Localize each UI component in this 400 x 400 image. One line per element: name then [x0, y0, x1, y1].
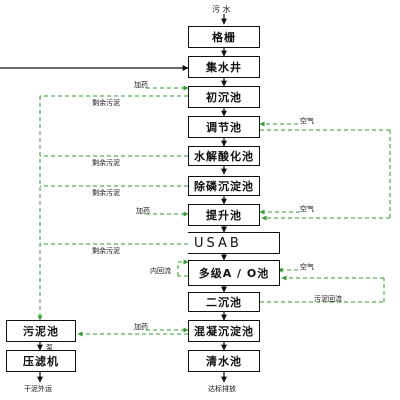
sludge-tank-box: 污泥池	[6, 320, 76, 342]
clear-water-tank-box: 清水池	[188, 350, 260, 372]
auxiliary-dashed-lines	[37, 85, 391, 337]
air-label-1: 空气	[300, 117, 314, 125]
filter-press-box: 压滤机	[6, 350, 76, 372]
sludge-return-label: 污泥回流	[314, 295, 342, 303]
primary-clarifier-box: 初沉池	[188, 86, 260, 108]
inlet-label: 污 水	[212, 5, 231, 14]
air-label-2: 空气	[300, 205, 314, 213]
grille-box: 格栅	[188, 26, 260, 48]
air-label-3: 空气	[300, 263, 314, 271]
lift-tank-box: 提升池	[188, 204, 260, 226]
usab-box: USAB	[188, 232, 280, 254]
sump-box: 集水井	[188, 56, 260, 78]
excess-sludge-label-3: 剩余污泥	[92, 189, 120, 197]
phosphorus-removal-settler-box: 除磷沉淀池	[188, 176, 260, 196]
secondary-clarifier-box: 二沉池	[188, 292, 260, 312]
dosing-label-1: 加药	[134, 81, 148, 89]
dosing-label-2: 加药	[136, 207, 150, 215]
coagulation-settler-box: 混凝沉淀池	[188, 320, 260, 342]
excess-sludge-label-2: 剩余污泥	[92, 159, 120, 167]
discharge-label: 达标排放	[208, 385, 236, 393]
multistage-ao-box: 多级A / O池	[188, 260, 280, 286]
excess-sludge-label-4: 剩余污泥	[92, 247, 120, 255]
internal-reflux-label: 内回流	[150, 267, 171, 275]
cake-out-label: 干泥外运	[24, 385, 52, 393]
pump-label: 泵	[46, 344, 53, 352]
hydrolysis-acidification-box: 水解酸化池	[188, 146, 260, 166]
excess-sludge-label-1: 剩余污泥	[92, 99, 120, 107]
dosing-label-3: 加药	[134, 323, 148, 331]
main-flow-arrows	[0, 14, 227, 383]
equalization-tank-box: 调节池	[188, 116, 260, 138]
